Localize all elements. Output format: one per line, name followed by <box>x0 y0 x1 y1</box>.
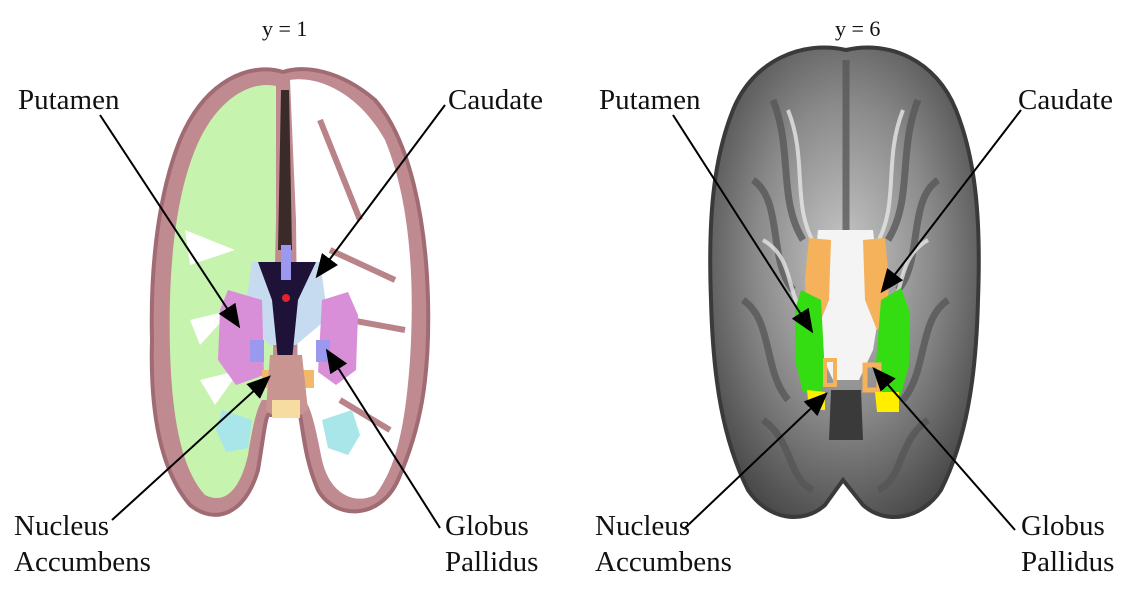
atlas-panel-left: y = 1 Putamen Caudate Nucleus Accumbens … <box>0 0 563 593</box>
label-nucleus-accumbens: Nucleus Accumbens <box>14 508 151 580</box>
label-nucleus-accumbens-line1: Nucleus <box>595 508 732 544</box>
slice-label: y = 1 <box>262 16 307 42</box>
label-globus-pallidus-line2: Pallidus <box>1021 544 1114 580</box>
pallidus-left <box>250 340 264 362</box>
label-globus-pallidus-line1: Globus <box>1021 508 1114 544</box>
label-globus-pallidus: Globus Pallidus <box>1021 508 1114 580</box>
label-nucleus-accumbens-line1: Nucleus <box>14 508 151 544</box>
accumbens-left <box>807 390 825 410</box>
label-putamen: Putamen <box>599 82 701 118</box>
pallidus-right <box>316 340 330 362</box>
label-globus-pallidus-line1: Globus <box>445 508 538 544</box>
label-globus-pallidus: Globus Pallidus <box>445 508 538 580</box>
label-caudate: Caudate <box>448 82 543 118</box>
label-nucleus-accumbens-line2: Accumbens <box>595 544 732 580</box>
putamen-right <box>318 292 358 385</box>
label-nucleus-accumbens-line2: Accumbens <box>14 544 151 580</box>
accumbens-right <box>875 392 899 412</box>
label-caudate: Caudate <box>1018 82 1113 118</box>
label-nucleus-accumbens: Nucleus Accumbens <box>595 508 732 580</box>
label-globus-pallidus-line2: Pallidus <box>445 544 538 580</box>
atlas-panel-right: y = 6 Putamen Caudate Nucleus Accumbens … <box>563 0 1126 593</box>
label-putamen: Putamen <box>18 82 120 118</box>
slice-label: y = 6 <box>835 16 880 42</box>
